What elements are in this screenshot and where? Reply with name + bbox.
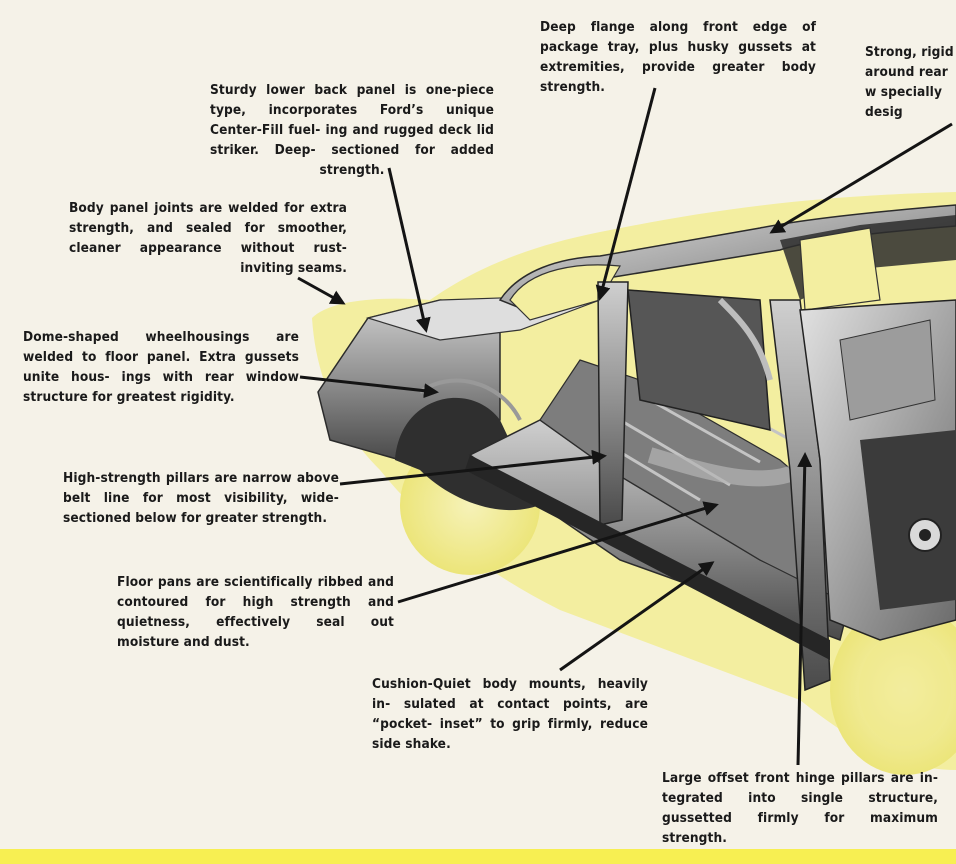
caption-panel-joints: Body panel joints are welded for extra s…: [69, 200, 347, 276]
caption-hinge-pillars: Large offset front hinge pillars are in-…: [662, 770, 938, 846]
arrow-package-tray: [595, 87, 657, 301]
arrow-rear-window: [769, 122, 953, 234]
arrow-pillars: [339, 449, 607, 486]
yellow-footer-band: [0, 849, 956, 864]
callout-arrows: [297, 87, 953, 766]
caption-body-mounts: Cushion-Quiet body mounts, heavily in- s…: [372, 676, 648, 752]
arrow-body-mounts: [559, 561, 715, 672]
arrow-wheelhousings: [299, 375, 439, 399]
arrow-hinge-pillars: [796, 452, 813, 766]
caption-wheelhousings: Dome-shaped wheelhousings are welded to …: [23, 329, 299, 405]
arrow-lower-back-panel: [387, 167, 431, 333]
arrow-panel-joints: [297, 276, 346, 305]
caption-floor-pans: Floor pans are scientifically ribbed and…: [117, 574, 394, 650]
caption-lower-back-panel: Sturdy lower back panel is one-piece typ…: [210, 82, 494, 178]
caption-rear-window: Strong, rigid around rear w specially de…: [865, 44, 954, 120]
caption-pillars: High-strength pillars are narrow above b…: [63, 470, 339, 526]
arrow-floor-pans: [397, 501, 719, 604]
caption-package-tray: Deep flange along front edge of package …: [540, 19, 816, 95]
